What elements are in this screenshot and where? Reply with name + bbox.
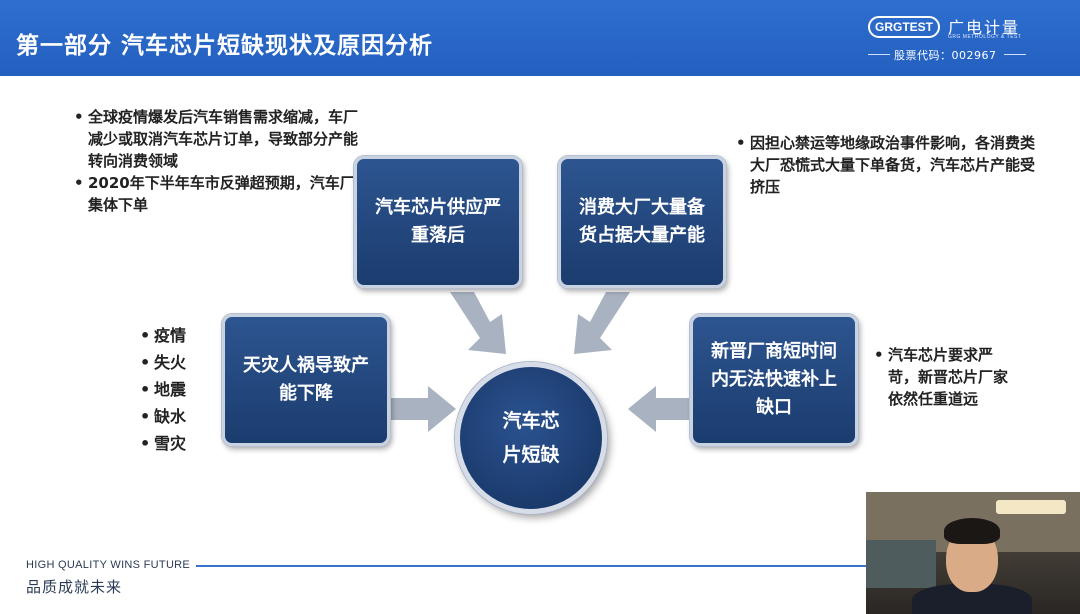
box-consumer-stockpile: 消费大厂大量备货占据大量产能	[558, 156, 726, 288]
box-supply-lag: 汽车芯片供应严重落后	[354, 156, 522, 288]
page-title: 第一部分 汽车芯片短缺现状及原因分析	[16, 33, 434, 59]
brand-english: GRG METROLOGY & TEST	[948, 34, 1022, 40]
list-item: 因担心禁运等地缘政治事件影响，各消费类大厂恐慌式大量下单备货，汽车芯片产能受挤压	[736, 132, 1036, 198]
notes-left: 疫情 失火 地震 缺水 雪灾	[140, 322, 220, 457]
divider	[1004, 54, 1026, 55]
arrow-left-icon	[628, 386, 694, 432]
notes-top-right: 因担心禁运等地缘政治事件影响，各消费类大厂恐慌式大量下单备货，汽车芯片产能受挤压	[736, 132, 1036, 198]
slogan-english: HIGH QUALITY WINS FUTURE	[26, 559, 191, 571]
slogan-chinese: 品质成就未来	[26, 578, 123, 596]
webcam-window	[866, 540, 936, 588]
list-item: 缺水	[140, 403, 220, 430]
arrow-right-icon	[390, 386, 456, 432]
ceiling-light	[996, 500, 1066, 514]
list-item: 地震	[140, 376, 220, 403]
stock-code: 股票代码：002967	[894, 49, 997, 62]
list-item: 汽车芯片要求严苛，新晋芯片厂家依然任重道远	[874, 344, 1014, 410]
box-newcomers: 新晋厂商短时间内无法快速补上缺口	[690, 314, 858, 446]
center-chip-shortage: 汽车芯片短缺	[455, 362, 607, 514]
webcam-video	[866, 492, 1080, 614]
box-disaster: 天灾人祸导致产能下降	[222, 314, 390, 446]
arrow-down-right-icon	[450, 292, 506, 354]
divider	[868, 54, 890, 55]
brand-name: 广电计量	[948, 18, 1021, 37]
notes-top-left: 全球疫情爆发后汽车销售需求缩减，车厂减少或取消汽车芯片订单，导致部分产能转向消费…	[74, 106, 366, 216]
list-item: 全球疫情爆发后汽车销售需求缩减，车厂减少或取消汽车芯片订单，导致部分产能转向消费…	[74, 106, 366, 172]
presenter-hair	[944, 518, 1000, 544]
footer-divider	[196, 565, 868, 567]
list-item: 疫情	[140, 322, 220, 349]
list-item: 失火	[140, 349, 220, 376]
notes-right: 汽车芯片要求严苛，新晋芯片厂家依然任重道远	[874, 344, 1014, 410]
arrow-down-left-icon	[574, 292, 630, 354]
header-bar: 第一部分 汽车芯片短缺现状及原因分析 GRGTEST 广电计量 GRG METR…	[0, 0, 1080, 76]
company-logo: GRGTEST	[868, 16, 940, 38]
list-item: 雪灾	[140, 430, 220, 457]
list-item: 2020年下半年车市反弹超预期，汽车厂集体下单	[74, 172, 366, 216]
